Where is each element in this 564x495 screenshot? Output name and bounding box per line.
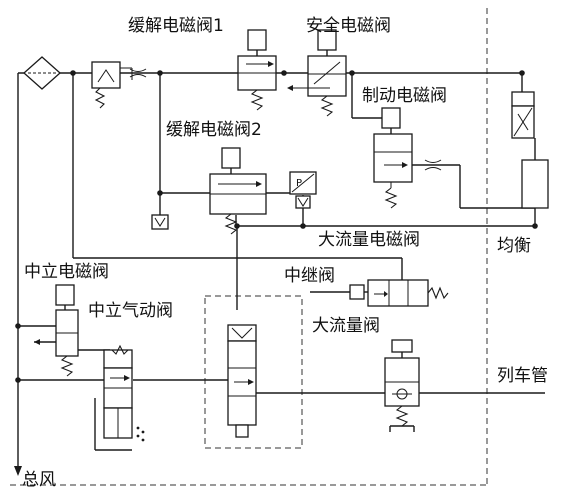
high-flow-valve [384, 339, 420, 432]
brake-solenoid-valve [373, 107, 413, 209]
relay-valve [227, 324, 257, 438]
boundary-lines [10, 8, 488, 486]
equalizing-reservoir [521, 159, 549, 209]
label-main-air: 总风 [22, 470, 56, 490]
label-high-flow-solenoid: 大流量电磁阀 [318, 230, 420, 250]
check-valve [151, 214, 169, 230]
relay-valve-dashed-enclosure [204, 295, 303, 449]
label-brake-valve: 制动电磁阀 [362, 86, 447, 106]
label-high-flow-valve: 大流量阀 [312, 316, 380, 336]
label-release-valve-2: 缓解电磁阀2 [166, 120, 262, 140]
release-solenoid-valve-2 [209, 147, 267, 235]
neutral-solenoid-valve [34, 284, 79, 377]
neutral-pneumatic-valve [103, 344, 145, 442]
pressure-regulator [91, 61, 133, 109]
label-train-pipe: 列车管 [497, 366, 548, 386]
junction-dots [15, 70, 538, 396]
throttle-restrictors [129, 68, 442, 171]
label-equalizing: 均衡 [497, 236, 531, 256]
label-neutral-pneumatic: 中立气动阀 [88, 301, 173, 321]
high-flow-solenoid-valve [349, 279, 449, 307]
pressure-sensor: P [289, 171, 317, 209]
safety-solenoid-valve [287, 29, 347, 117]
label-safety-valve: 安全电磁阀 [306, 16, 391, 36]
pressure-sensor-label: P [296, 178, 302, 189]
label-release-valve-1: 缓解电磁阀1 [128, 16, 224, 36]
air-filter [23, 56, 61, 90]
equalizing-sensor [511, 91, 535, 139]
label-neutral-solenoid: 中立电磁阀 [24, 262, 109, 282]
release-solenoid-valve-1 [237, 29, 277, 111]
main-air-arrow [14, 466, 22, 476]
label-relay-valve: 中继阀 [284, 266, 335, 286]
